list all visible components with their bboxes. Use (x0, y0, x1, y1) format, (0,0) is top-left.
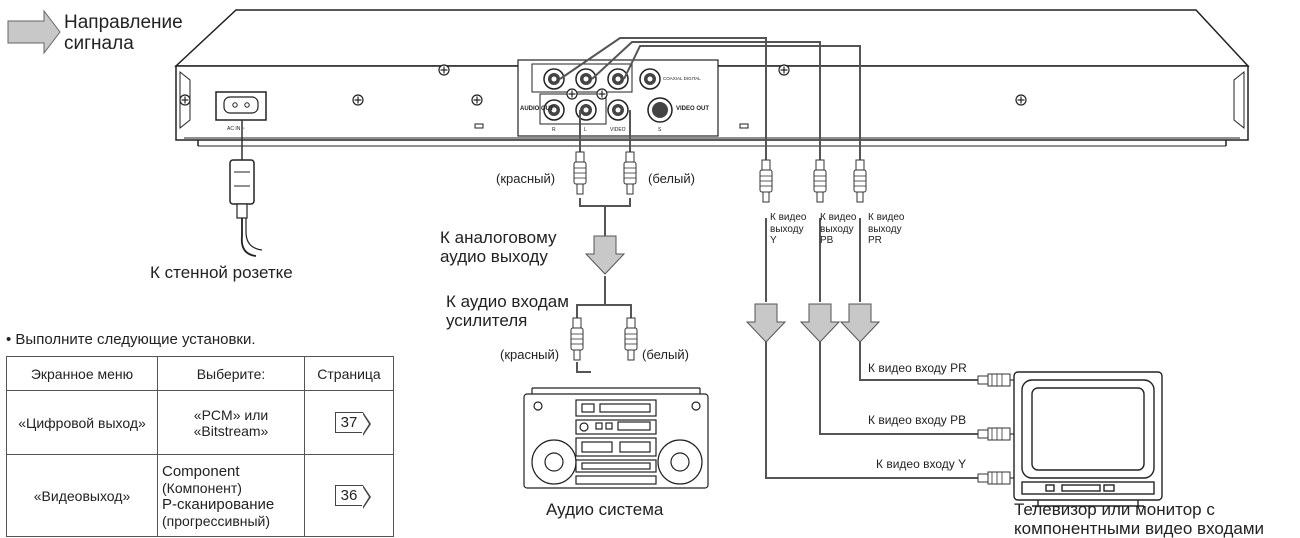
video-out-label: VIDEO OUT (676, 106, 709, 112)
video-out-pb-line1: К видео (820, 212, 857, 223)
tv-label-line2: компонентными видео входами (1014, 519, 1265, 538)
signal-direction-line1: Направление (64, 12, 183, 33)
audio-plug-white-bottom (624, 317, 638, 361)
audio-out-label: AUDIO OUT (520, 106, 554, 112)
video-out-pb-label: К видео выходу PB (820, 212, 856, 247)
power-cord (229, 120, 263, 257)
component-cable-routing (559, 37, 978, 479)
row2-choice: Component (Компонент) P-сканирование (пр… (157, 454, 305, 537)
video-in-pb-label: К видео входу PB (868, 413, 967, 427)
settings-intro: • Выполните следующие установки. (6, 331, 256, 348)
audio-white-bottom-label: (белый) (642, 347, 689, 362)
row2-choice-line1: Component (162, 462, 240, 480)
video-out-pr-line3: PR (868, 235, 882, 246)
s-label: S (658, 127, 662, 133)
amp-in-line2: усилителя (446, 311, 528, 331)
audio-white-top-label: (белый) (648, 171, 695, 186)
page-ref-36[interactable]: 36 (334, 485, 371, 509)
video-out-y-line3: Y (770, 235, 777, 246)
video-pr-direction-arrow-icon (840, 303, 880, 343)
stereo-system-icon (523, 387, 709, 489)
header-menu: Экранное меню (6, 356, 158, 391)
video-out-pr-line1: К видео (868, 212, 905, 223)
video-out-pr-line2: выходу (868, 223, 902, 235)
video-plug-pb-top (813, 159, 827, 203)
power-outlet-label: К стенной розетке (150, 263, 293, 282)
analog-out-label: К аналоговому аудио выходу (440, 228, 556, 266)
row1-menu: «Цифровой выход» (6, 390, 158, 455)
row2-choice-line2: (Компонент) (162, 479, 242, 496)
audio-plug-white-top (623, 151, 637, 195)
row1-choice-line1: «PCM» или (193, 406, 269, 423)
coaxial-label: COAXIAL DIGITAL (663, 76, 701, 81)
row2-menu: «Видеовыход» (6, 454, 158, 537)
audio-plug-red-bottom (570, 317, 584, 361)
page-ref-37[interactable]: 37 (334, 412, 371, 436)
row2-choice-line4: (прогрессивный) (162, 512, 271, 529)
header-page: Страница (304, 356, 394, 391)
video-in-y-label: К видео входу Y (876, 457, 967, 471)
ac-in-label: AC IN ~ (227, 126, 245, 132)
row2-choice-line3: P-сканирование (162, 495, 275, 513)
analog-out-line1: К аналоговому (440, 228, 557, 247)
audio-system-label: Аудио система (546, 500, 664, 519)
signal-arrow-icon (7, 9, 61, 55)
tv-label: Телевизор или монитор с компонентными ви… (1014, 500, 1264, 538)
row1-page: 37 (304, 390, 394, 455)
video-pb-direction-arrow-icon (800, 303, 840, 343)
player-rear-panel (174, 9, 1250, 147)
video-out-pb-line2: выходу (820, 223, 854, 235)
amp-in-label: К аудио входам усилителя (446, 292, 569, 330)
audio-red-top-label: (красный) (496, 171, 556, 186)
video-label: VIDEO (610, 127, 626, 133)
video-out-y-line1: К видео (770, 212, 807, 223)
audio-cable-routing (576, 110, 632, 373)
amp-in-line1: К аудио входам (446, 292, 569, 311)
video-out-pb-line3: PB (820, 235, 834, 246)
settings-table: Экранное меню Выберите: Страница «Цифров… (6, 356, 394, 537)
signal-direction-label: Направление сигнала (64, 12, 183, 55)
audio-plug-red-top (573, 151, 587, 195)
row1-choice: «PCM» или «Bitstream» (157, 390, 305, 455)
audio-direction-arrow-icon (585, 235, 625, 275)
analog-out-line2: аудио выходу (440, 247, 548, 267)
tv-label-line1: Телевизор или монитор с (1014, 500, 1215, 519)
signal-direction-line2: сигнала (64, 33, 134, 55)
video-out-y-label: К видео выходу Y (770, 212, 806, 247)
row2-page: 36 (304, 454, 394, 537)
tv-monitor-icon (1013, 371, 1163, 507)
video-plug-y-top (759, 159, 773, 203)
video-in-pr-label: К видео входу PR (868, 361, 967, 375)
video-out-pr-label: К видео выходу PR (868, 212, 904, 247)
header-choice: Выберите: (157, 356, 305, 391)
video-out-y-line2: выходу (770, 223, 804, 235)
l-label: L (584, 127, 587, 133)
row1-choice-line2: «Bitstream» (193, 422, 269, 439)
video-y-direction-arrow-icon (746, 303, 786, 343)
audio-red-bottom-label: (красный) (500, 347, 560, 362)
video-plug-pr-top (853, 159, 867, 203)
r-label: R (552, 127, 556, 133)
